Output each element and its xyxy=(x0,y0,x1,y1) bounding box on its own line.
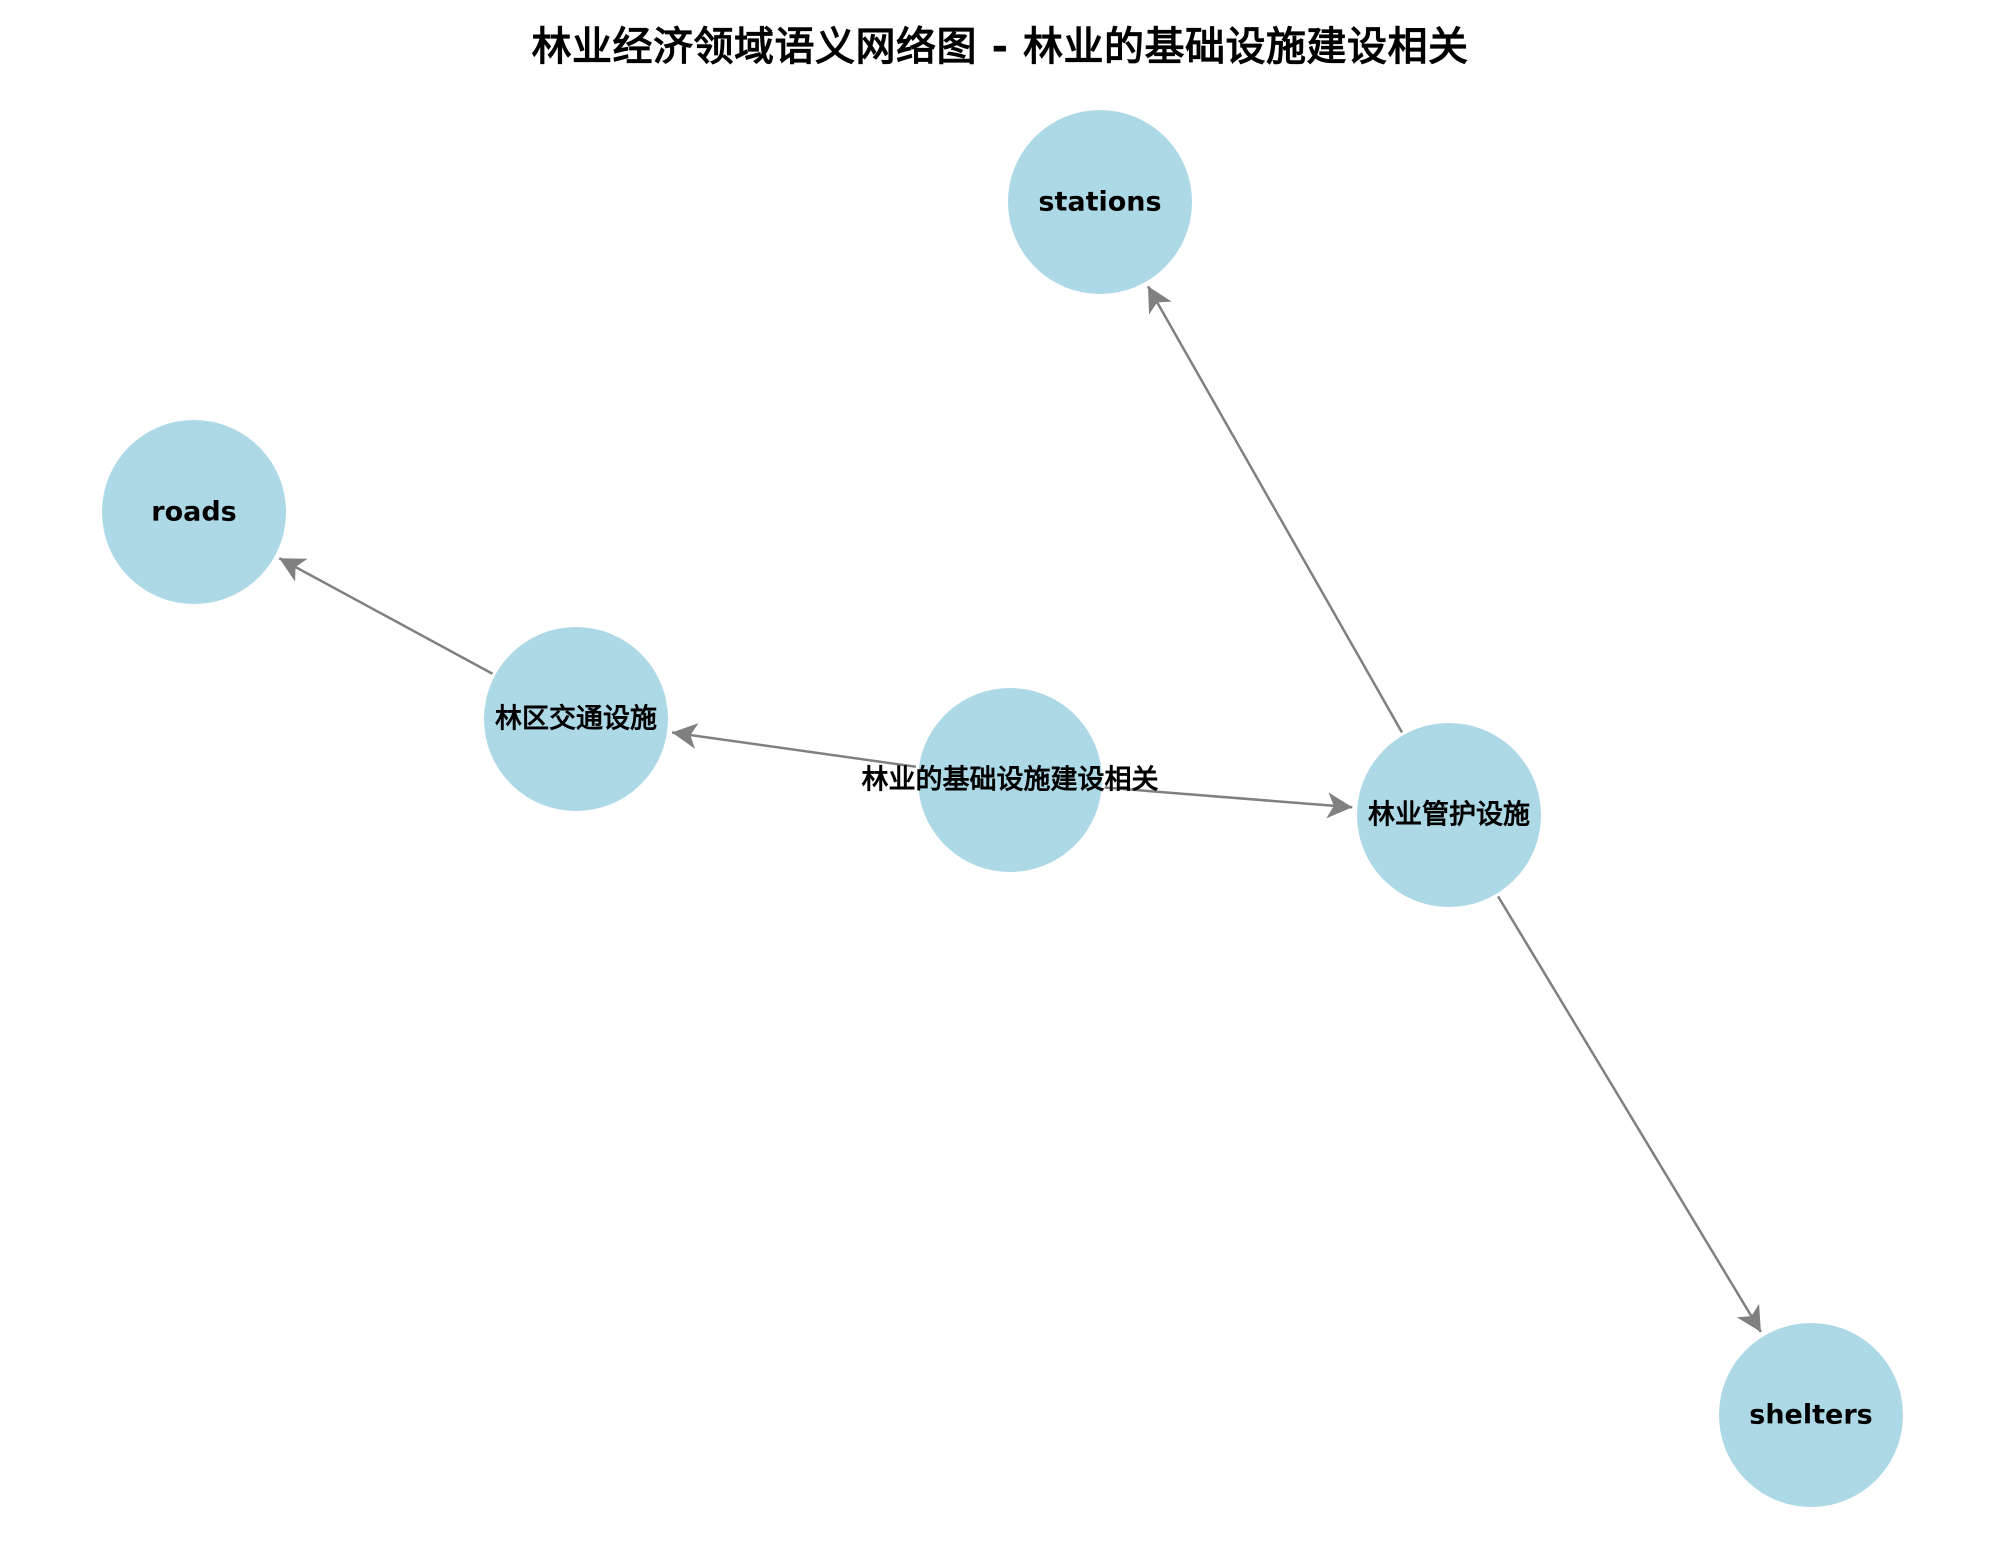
graph-edge xyxy=(1497,895,1762,1333)
node-label: 林业的基础设施建设相关 xyxy=(862,764,1159,796)
graph-node: stations xyxy=(1008,110,1192,294)
graph-edge xyxy=(671,723,917,769)
graph-node: shelters xyxy=(1719,1323,1903,1507)
graph-node: 林区交通设施 xyxy=(484,627,668,811)
node-label: roads xyxy=(151,497,236,528)
node-label: 林区交通设施 xyxy=(495,703,657,735)
edges-layer xyxy=(278,285,1762,1333)
node-circle xyxy=(1008,110,1192,294)
graph-node: 林业的基础设施建设相关 xyxy=(862,688,1159,872)
graph-node: roads xyxy=(102,420,286,604)
graph-edge xyxy=(278,557,494,675)
node-circle xyxy=(918,688,1102,872)
node-circle xyxy=(1357,723,1541,907)
node-circle xyxy=(484,627,668,811)
graph-edge xyxy=(1146,285,1404,734)
node-circle xyxy=(102,420,286,604)
node-label: 林业管护设施 xyxy=(1368,800,1530,831)
node-label: shelters xyxy=(1749,1400,1872,1431)
diagram-title: 林业经济领域语义网络图 - 林业的基础设施建设相关 xyxy=(531,24,1469,70)
graph-edge xyxy=(1104,786,1353,819)
node-label: stations xyxy=(1038,187,1161,218)
graph-node: 林业管护设施 xyxy=(1357,723,1541,907)
node-circle xyxy=(1719,1323,1903,1507)
